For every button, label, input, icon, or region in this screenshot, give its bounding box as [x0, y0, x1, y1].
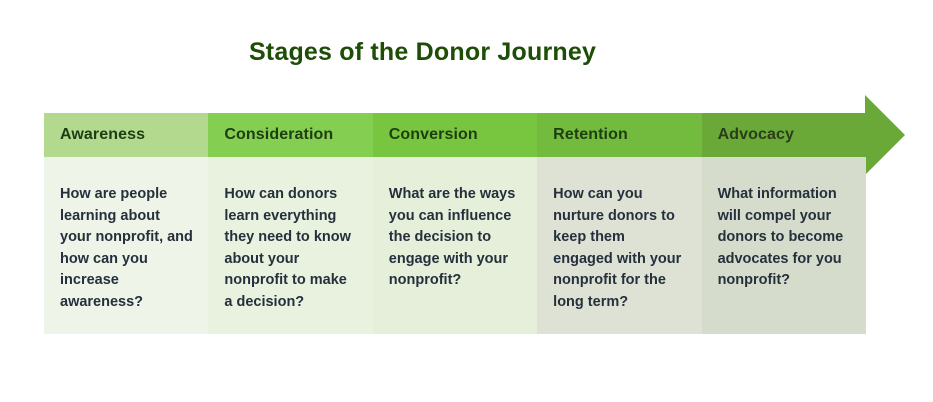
arrow-head-triangle [865, 95, 905, 175]
stage-question-retention: How can you nurture donors to keep them … [537, 157, 702, 334]
stage-header-consideration: Consideration [208, 113, 373, 157]
stage-columns: Awareness How are people learning about … [44, 113, 866, 334]
journey-arrow-head [865, 95, 905, 175]
stage-column-conversion[interactable]: Conversion What are the ways you can inf… [372, 113, 538, 334]
stage-header-retention: Retention [537, 113, 702, 157]
stage-question-conversion: What are the ways you can influence the … [372, 157, 538, 334]
stage-question-awareness: How are people learning about your nonpr… [44, 157, 209, 334]
stage-header-advocacy: Advocacy [701, 113, 866, 157]
page-title: Stages of the Donor Journey [0, 38, 933, 67]
stage-question-advocacy: What information will compel your donors… [701, 157, 866, 334]
stage-question-consideration: How can donors learn everything they nee… [208, 157, 373, 334]
stage-column-retention[interactable]: Retention How can you nurture donors to … [537, 113, 702, 334]
stage-column-advocacy[interactable]: Advocacy What information will compel yo… [701, 113, 866, 334]
stage-header-conversion: Conversion [372, 113, 538, 157]
stage-header-awareness: Awareness [44, 113, 209, 157]
page-title-text: Stages of the Donor Journey [248, 38, 597, 66]
stage-column-awareness[interactable]: Awareness How are people learning about … [44, 113, 209, 334]
donor-journey-diagram: Awareness How are people learning about … [44, 95, 905, 334]
stage-column-consideration[interactable]: Consideration How can donors learn every… [208, 113, 373, 334]
